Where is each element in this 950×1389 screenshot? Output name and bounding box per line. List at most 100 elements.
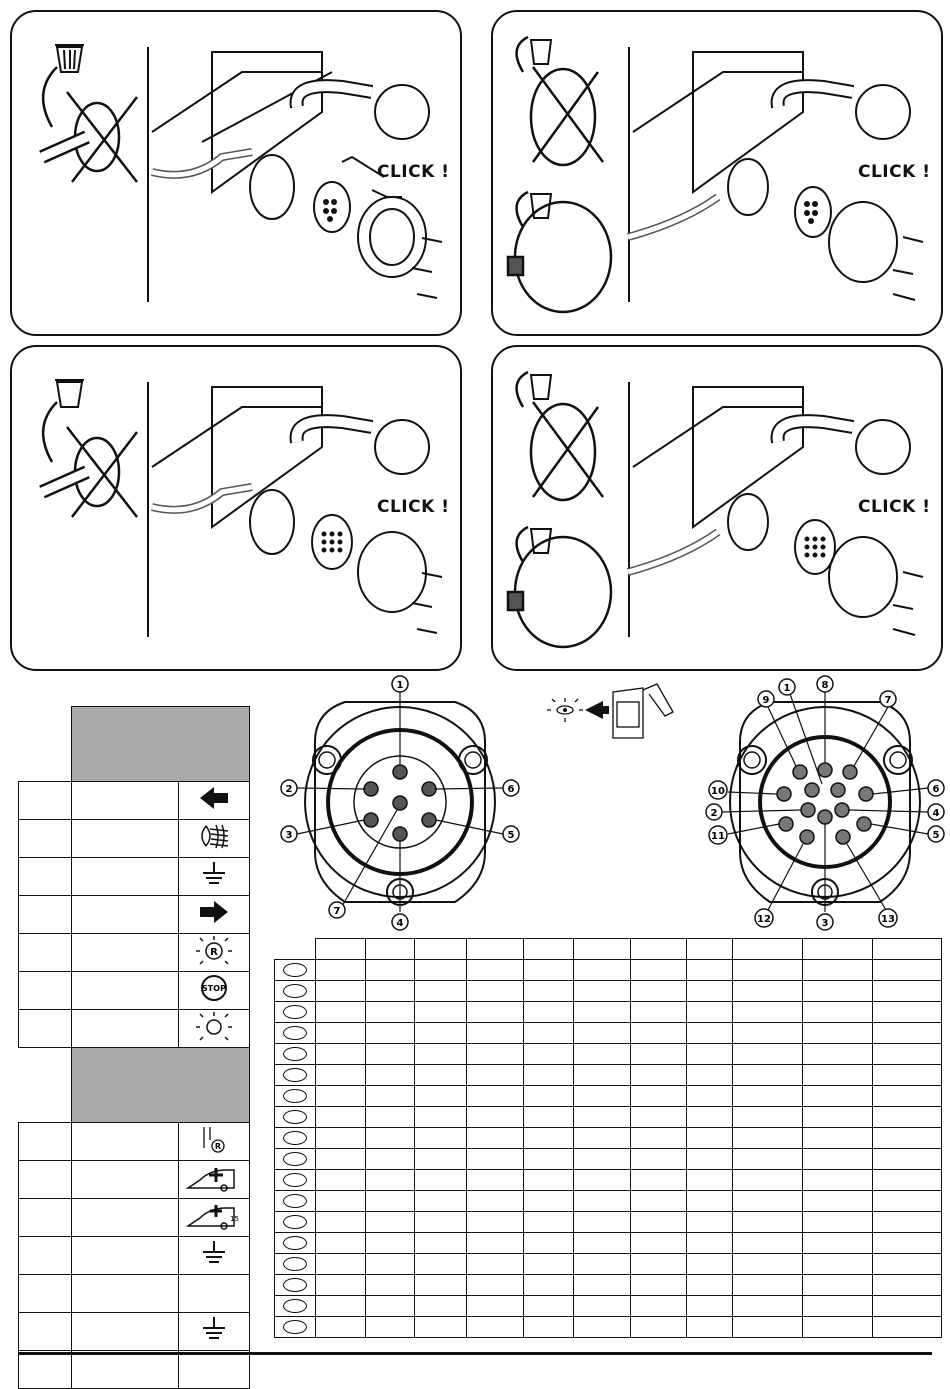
grid-cell: [872, 1274, 942, 1296]
grid-cell: [802, 1316, 873, 1338]
grid-cell: [630, 1106, 687, 1128]
grid-cell: [466, 1211, 524, 1233]
grid-cell: [414, 980, 467, 1002]
grid-cell: [872, 1316, 942, 1338]
grid-row-oval: [274, 1232, 316, 1254]
grid-cell: [466, 959, 524, 981]
grid-cell: [365, 1316, 415, 1338]
legend-row: [18, 1160, 250, 1199]
grid-cell: [414, 1127, 467, 1149]
pin-label: 9: [763, 695, 770, 706]
grid-cell: [732, 1169, 803, 1191]
grid-cell: [523, 1232, 574, 1254]
grid-cell: [365, 980, 415, 1002]
legend-row: [18, 781, 250, 820]
grid-cell: [686, 1148, 733, 1170]
ground-icon: [203, 1241, 225, 1263]
grid-cell: [686, 1022, 733, 1044]
grid-cell: [523, 1022, 574, 1044]
grid-cell: [466, 1295, 524, 1317]
grid-cell: [686, 1001, 733, 1023]
grid-cell: [872, 1190, 942, 1212]
grid-cell: [573, 1190, 631, 1212]
grid-cell: [802, 1190, 873, 1212]
pin-label: 8: [822, 680, 829, 691]
grid-cell: [315, 1085, 366, 1107]
grid-row-oval: [274, 1064, 316, 1086]
grid-row-oval: [274, 1127, 316, 1149]
oval-marker: [283, 1319, 307, 1334]
install-step-panel-2: CLICK !: [491, 10, 943, 336]
grid-cell: [315, 1316, 366, 1338]
grid-cell: [630, 1295, 687, 1317]
grid-cell: [872, 1085, 942, 1107]
oval-marker: [283, 1298, 307, 1313]
grid-cell: [414, 1295, 467, 1317]
legend-table: R STOP R 15: [18, 706, 250, 1389]
grid-cell: [630, 1022, 687, 1044]
oval-marker: [283, 1067, 307, 1082]
grid-row-oval: [274, 1253, 316, 1275]
grid-cell: [365, 1232, 415, 1254]
grid-header-cell: [315, 938, 366, 960]
grid-cell: [732, 959, 803, 981]
grid-row: [274, 1001, 942, 1023]
grid-cell: [466, 1190, 524, 1212]
bottom-rule: [18, 1352, 932, 1355]
pin-label: 4: [933, 808, 940, 819]
grid-cell: [523, 1064, 574, 1086]
grid-cell: [315, 959, 366, 981]
grid-cell: [414, 1211, 467, 1233]
grid-row: [274, 1211, 942, 1233]
pin-label: 11: [711, 831, 725, 842]
grid-cell: [573, 1148, 631, 1170]
grid-cell: [630, 1064, 687, 1086]
grid-cell: [414, 1148, 467, 1170]
grid-cell: [872, 980, 942, 1002]
grid-row: [274, 1043, 942, 1065]
grid-cell: [365, 1043, 415, 1065]
grid-cell: [315, 1190, 366, 1212]
grid-cell: [732, 1253, 803, 1275]
grid-row: [274, 1295, 942, 1317]
legend-row: [18, 895, 250, 934]
grid-cell: [573, 980, 631, 1002]
grid-cell: [315, 1064, 366, 1086]
grid-cell: [414, 959, 467, 981]
grid-cell: [686, 1295, 733, 1317]
grid-cell: [315, 1253, 366, 1275]
grid-cell: [630, 1127, 687, 1149]
grid-cell: [872, 1169, 942, 1191]
oval-marker: [283, 962, 307, 977]
grid-cell: [732, 1064, 803, 1086]
grid-cell: [630, 1043, 687, 1065]
grid-cell: [872, 1022, 942, 1044]
grid-header-cell: [872, 938, 942, 960]
grid-cell: [365, 1190, 415, 1212]
grid-cell: [732, 1316, 803, 1338]
grid-row: [274, 1022, 942, 1044]
grid-cell: [365, 1001, 415, 1023]
grid-cell: [365, 1085, 415, 1107]
grid-cell: [523, 1127, 574, 1149]
svg-text:R: R: [210, 947, 218, 958]
grid-cell: [365, 1064, 415, 1086]
grid-cell: [802, 980, 873, 1002]
socket-install-illustration: [506, 35, 924, 314]
grid-cell: [523, 1295, 574, 1317]
oval-marker: [283, 1025, 307, 1040]
grid-cell: [466, 1064, 524, 1086]
oval-marker: [283, 1046, 307, 1061]
grid-cell: [365, 1211, 415, 1233]
grid-row-oval: [274, 1001, 316, 1023]
grid-cell: [365, 1148, 415, 1170]
grid-cell: [872, 1064, 942, 1086]
grid-row: [274, 1148, 942, 1170]
grid-row-oval: [274, 1148, 316, 1170]
grid-cell: [365, 1169, 415, 1191]
grid-cell: [732, 1106, 803, 1128]
grid-row: [274, 1232, 942, 1254]
legend-header-1: [71, 706, 250, 782]
grid-header-cell: [686, 938, 733, 960]
grid-row: [274, 1064, 942, 1086]
